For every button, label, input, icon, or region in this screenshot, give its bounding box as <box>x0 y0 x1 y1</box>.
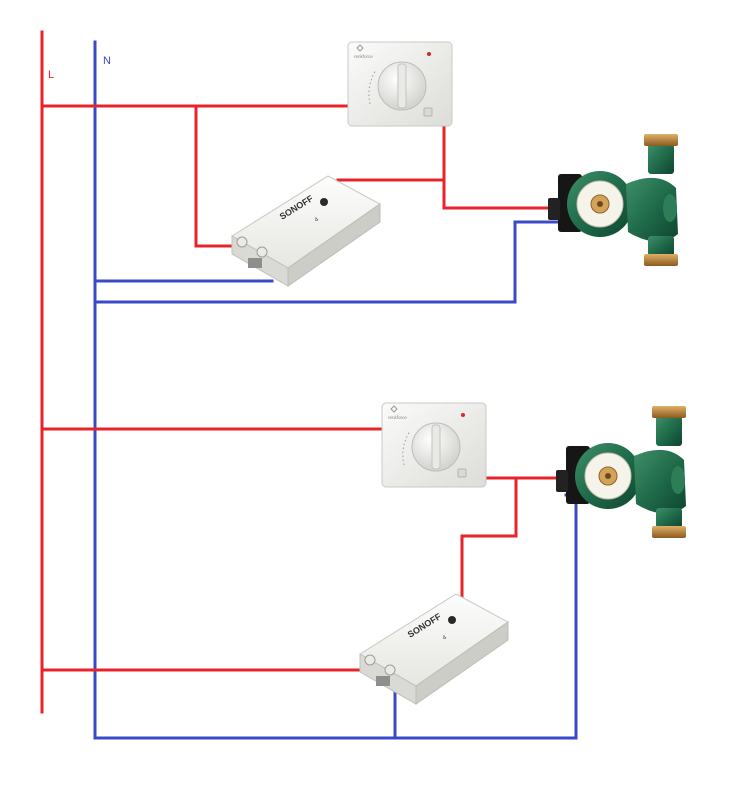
smart-relay-icon <box>359 593 509 705</box>
smart-relay-icon <box>231 175 381 287</box>
c2-neutral-pump-wire <box>564 493 578 740</box>
relay-1: SONOFF 4 <box>231 175 381 287</box>
pump-1 <box>547 133 679 267</box>
relay-2-model-mark: 4 <box>442 634 449 641</box>
c1-neutral-pump-wire <box>93 220 562 304</box>
circuit-1: renkforce SONOFF 4 <box>40 41 679 304</box>
live-bus-label: L <box>48 69 54 81</box>
c2-relay-return-wire <box>460 476 518 602</box>
circuit-2: renkforce SONOFF 4 <box>40 402 687 740</box>
relay-2: SONOFF 4 <box>359 593 509 705</box>
c1-thermostat-to-pump-wire <box>442 124 560 210</box>
relay-1-model-mark: 4 <box>314 216 321 223</box>
c1-live-to-relay-wire <box>194 104 242 248</box>
neutral-bus-label: N <box>103 55 111 67</box>
thermostat-1-brand: renkforce <box>354 54 373 59</box>
thermostat-1: renkforce <box>347 41 453 127</box>
thermostat-2-brand: renkforce <box>388 415 407 420</box>
thermostat-2: renkforce <box>381 402 487 488</box>
circulation-pump-icon <box>547 133 679 267</box>
